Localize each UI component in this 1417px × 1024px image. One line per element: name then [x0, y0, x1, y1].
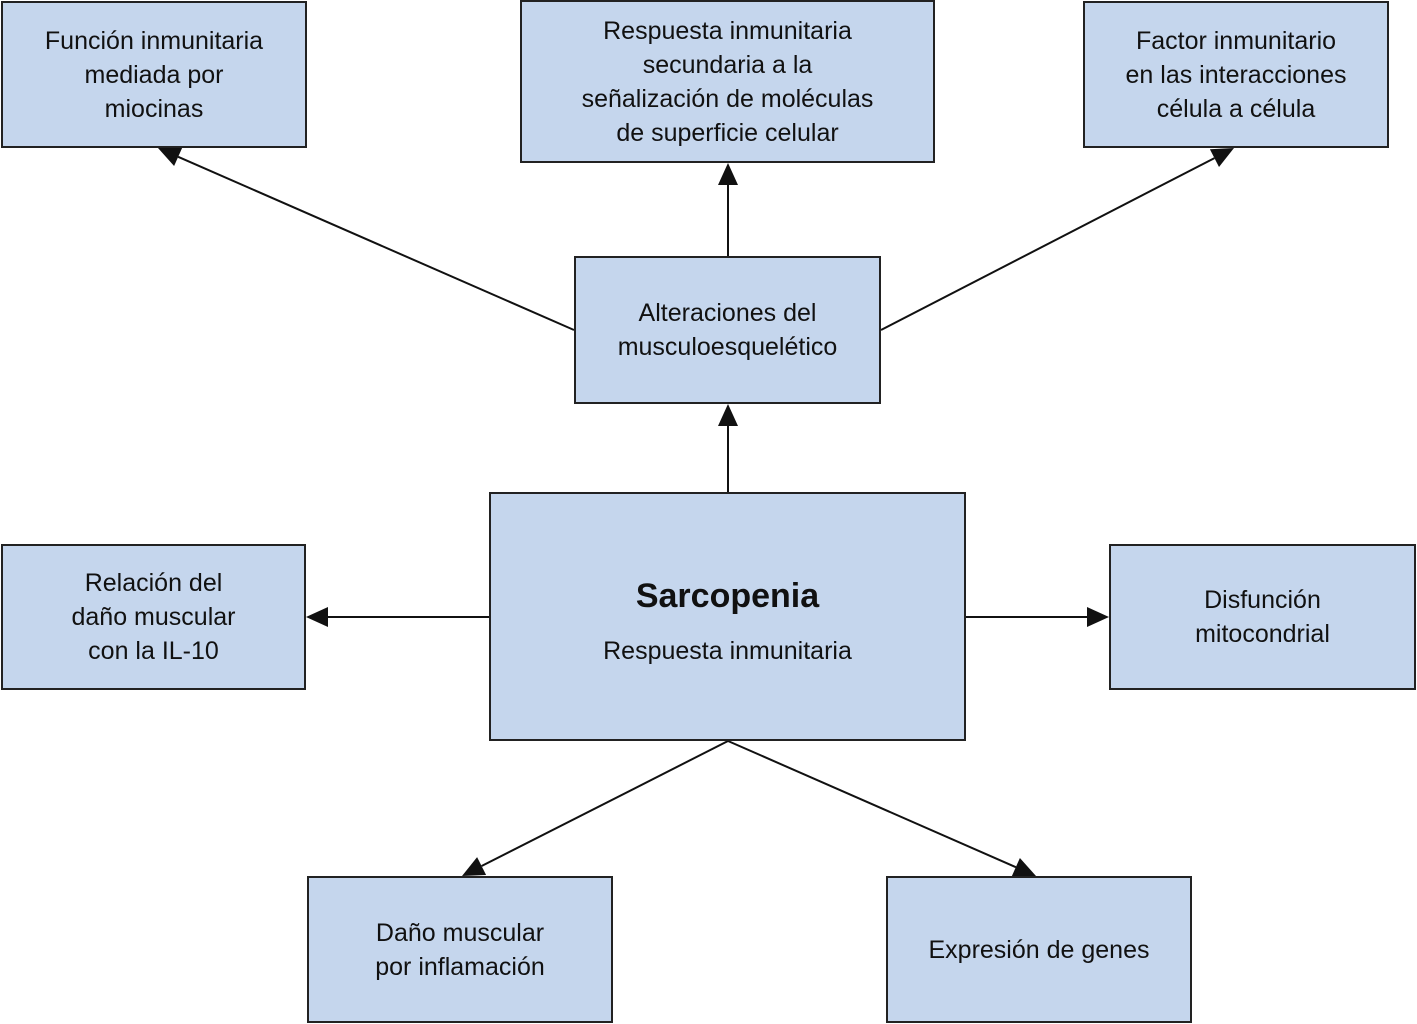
node-text-line: Daño muscular	[375, 918, 545, 947]
node-text-line: en las interacciones	[1125, 60, 1347, 89]
node-text-line: señalización de moléculas	[581, 84, 874, 113]
arrowhead-icon	[718, 163, 738, 185]
node-funcion-inmunitaria-miocinas: Función inmunitaria mediada por miocinas	[1, 1, 307, 148]
node-text-line: Factor inmunitario	[1135, 26, 1337, 55]
node-subtitle: Respuesta inmunitaria	[603, 636, 852, 665]
node-text-line: daño muscular	[71, 603, 236, 631]
arrowhead-icon	[1209, 148, 1234, 167]
arrowhead-icon	[718, 404, 738, 426]
node-text-line: miocinas	[104, 94, 204, 123]
node-text-line: Disfunción	[1204, 586, 1321, 614]
node-text-line: con la IL-10	[88, 637, 219, 665]
node-text-line: secundaria a la	[642, 50, 813, 79]
node-title: Sarcopenia	[635, 576, 820, 615]
arrowhead-icon	[462, 857, 487, 876]
arrowhead-icon	[158, 147, 183, 166]
node-disfuncion-mitocondrial: Disfunción mitocondrial	[1109, 544, 1416, 690]
arrowhead-icon	[306, 607, 328, 627]
node-text-line: Relación del	[84, 569, 223, 597]
node-relacion-dano-il10: Relación del daño muscular con la IL-10	[1, 544, 306, 690]
node-text-line: Función inmunitaria	[44, 26, 264, 55]
node-respuesta-inmunitaria-secundaria: Respuesta inmunitaria secundaria a la se…	[520, 0, 935, 163]
node-alteraciones-musculoesqueletico: Alteraciones del musculoesquelético	[574, 256, 881, 404]
edge-center-to-bottom-left	[481, 740, 729, 867]
node-text-line: Expresión de genes	[928, 935, 1150, 964]
node-text-line: por inflamación	[375, 952, 545, 981]
arrowhead-icon	[1011, 858, 1036, 877]
node-factor-inmunitario: Factor inmunitario en las interacciones …	[1083, 1, 1389, 148]
edge-center-to-bottom-right	[727, 740, 1017, 869]
node-text-line: célula a célula	[1156, 94, 1316, 123]
arrowhead-icon	[1087, 607, 1109, 627]
edge-mid-to-top-left	[177, 155, 575, 331]
node-dano-muscular-inflamacion: Daño muscular por inflamación	[307, 876, 613, 1023]
node-text-line: Alteraciones del	[638, 299, 817, 327]
edge-mid-to-top-right	[880, 157, 1215, 331]
node-text-line: de superficie celular	[616, 118, 839, 147]
node-text-line: Respuesta inmunitaria	[603, 16, 852, 45]
node-text-line: mediada por	[84, 60, 224, 89]
node-text-line: musculoesquelético	[617, 333, 838, 361]
node-sarcopenia: Sarcopenia Respuesta inmunitaria	[489, 492, 966, 741]
node-text-line: mitocondrial	[1195, 620, 1330, 648]
node-expresion-genes: Expresión de genes	[886, 876, 1192, 1023]
